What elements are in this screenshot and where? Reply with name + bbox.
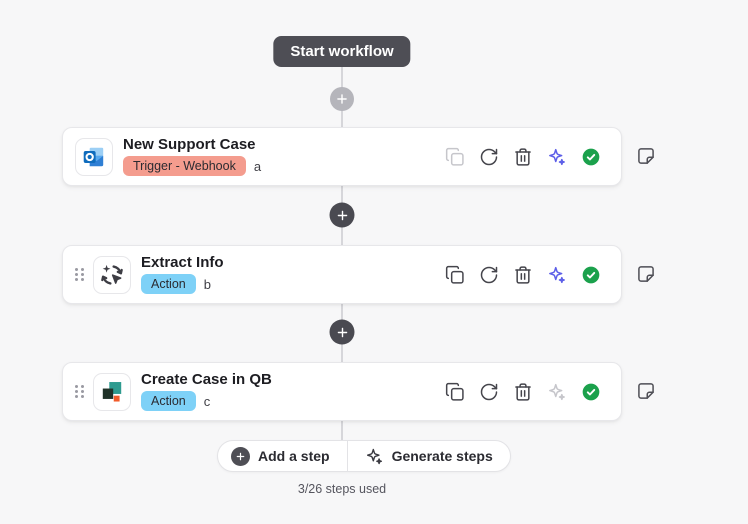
step-type-badge: Action (141, 391, 196, 412)
quickbase-icon (93, 372, 131, 411)
step-type-badge: Trigger - Webhook (123, 156, 246, 177)
step-actions (445, 147, 601, 167)
ai-sparkles-icon[interactable] (547, 265, 567, 285)
add-step-button[interactable]: Add a step (218, 441, 348, 471)
plus-circle-icon (231, 446, 250, 466)
plus-icon (335, 92, 349, 106)
delete-step-icon[interactable] (513, 265, 533, 285)
ai-extract-icon (93, 255, 131, 294)
retry-step-icon[interactable] (479, 265, 499, 285)
step-info: Create Case in QB Action c (141, 370, 272, 412)
step-title: New Support Case (123, 135, 256, 153)
insert-step-button-1[interactable] (329, 202, 355, 228)
generate-steps-label: Generate steps (391, 448, 493, 464)
add-step-label: Add a step (258, 448, 330, 464)
start-workflow-label: Start workflow (273, 36, 411, 67)
drag-handle-icon[interactable] (75, 268, 84, 281)
step-note-icon[interactable] (636, 264, 656, 284)
step-actions (445, 265, 601, 285)
step-info: Extract Info Action b (141, 253, 224, 295)
step-info: New Support Case Trigger - Webhook a (123, 135, 262, 177)
insert-step-button-2[interactable] (329, 319, 355, 345)
step-key-label: a (253, 158, 262, 174)
plus-icon (335, 208, 349, 222)
drag-handle-icon[interactable] (75, 385, 84, 398)
step-card-new-support-case[interactable]: New Support Case Trigger - Webhook a (62, 127, 622, 186)
step-note-icon[interactable] (636, 381, 656, 401)
status-success-icon (581, 147, 601, 167)
retry-step-icon[interactable] (479, 382, 499, 402)
generate-steps-button[interactable]: Generate steps (348, 441, 510, 471)
status-success-icon (581, 382, 601, 402)
step-title: Create Case in QB (141, 370, 272, 388)
retry-step-icon[interactable] (479, 147, 499, 167)
step-key-label: b (203, 276, 211, 292)
outlook-icon (75, 137, 113, 176)
ai-sparkles-icon[interactable] (547, 382, 567, 402)
duplicate-step-icon[interactable] (445, 265, 465, 285)
insert-step-button-top[interactable] (330, 87, 354, 111)
steps-usage-text: 3/26 steps used (297, 482, 387, 496)
status-success-icon (581, 265, 601, 285)
plus-icon (335, 325, 349, 339)
step-type-badge: Action (141, 274, 196, 295)
step-title: Extract Info (141, 253, 224, 271)
footer-actions: Add a step Generate steps (217, 440, 511, 472)
delete-step-icon[interactable] (513, 382, 533, 402)
step-actions (445, 382, 601, 402)
duplicate-step-icon[interactable] (445, 382, 465, 402)
step-card-create-case-in-qb[interactable]: Create Case in QB Action c (62, 362, 622, 421)
ai-sparkles-icon[interactable] (547, 147, 567, 167)
step-key-label: c (203, 393, 211, 409)
duplicate-step-icon[interactable] (445, 147, 465, 167)
sparkles-icon (365, 447, 384, 466)
step-note-icon[interactable] (636, 146, 656, 166)
delete-step-icon[interactable] (513, 147, 533, 167)
step-card-extract-info[interactable]: Extract Info Action b (62, 245, 622, 304)
